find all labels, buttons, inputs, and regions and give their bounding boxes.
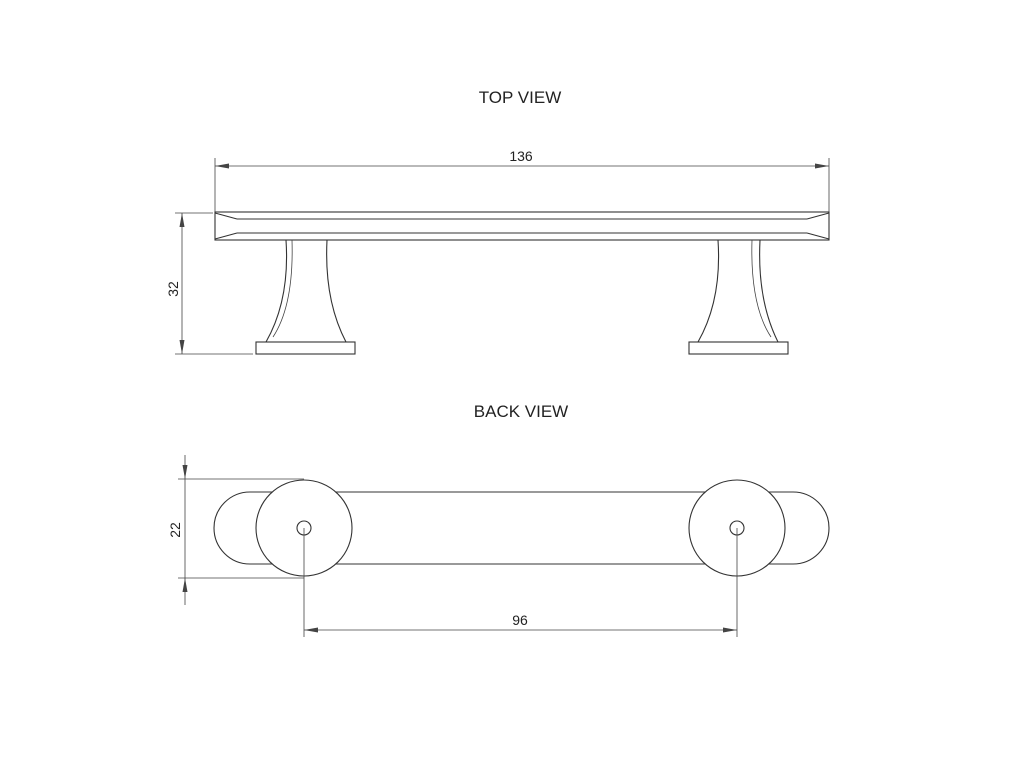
- width-label: 22: [167, 522, 183, 538]
- overall-length-label: 136: [509, 148, 533, 164]
- dimension-width: 22: [167, 455, 304, 605]
- back-view: BACK VIEW 22: [167, 402, 830, 637]
- height-label: 32: [165, 281, 181, 297]
- top-view-title: TOP VIEW: [479, 88, 562, 107]
- dimension-hole-spacing: 96: [303, 528, 738, 637]
- left-post: [255, 239, 356, 355]
- back-view-title: BACK VIEW: [474, 402, 568, 421]
- top-view: TOP VIEW 136 32: [165, 88, 830, 355]
- dimension-overall-length: 136: [214, 148, 830, 212]
- handle-bar-side: [214, 211, 830, 241]
- right-post: [688, 239, 789, 355]
- hole-spacing-label: 96: [512, 612, 528, 628]
- dimension-height: 32: [165, 212, 253, 355]
- handle-bar-back: [213, 491, 830, 565]
